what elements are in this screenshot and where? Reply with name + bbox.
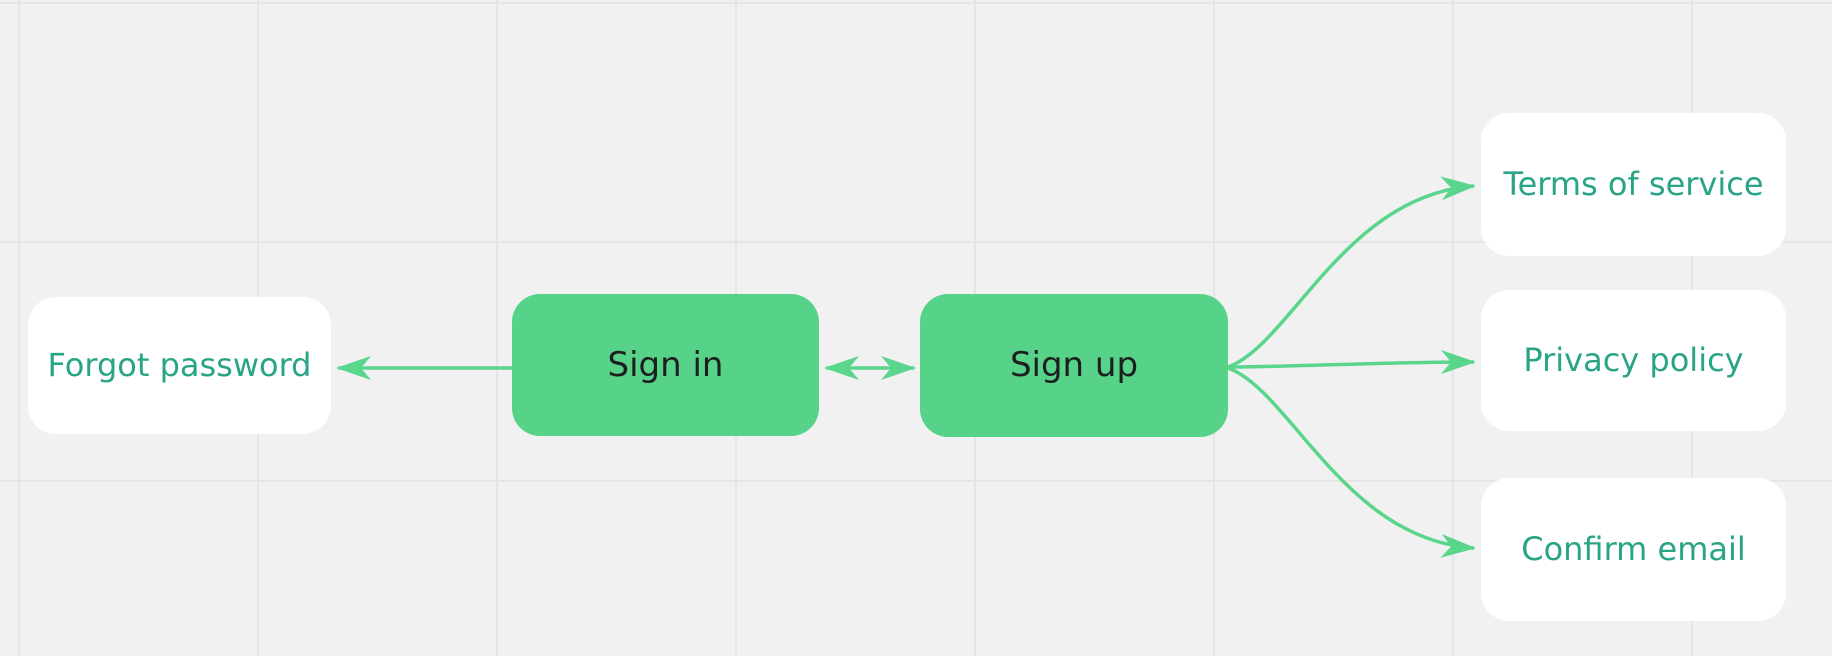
node-sign-up[interactable]: Sign up [920,294,1228,437]
node-terms-of-service[interactable]: Terms of service [1481,113,1786,256]
node-terms-of-service-label: Terms of service [1503,165,1764,204]
node-confirm-email[interactable]: Confirm email [1481,478,1786,621]
node-privacy-policy-label: Privacy policy [1523,341,1744,380]
node-confirm-email-label: Confirm email [1521,530,1746,569]
edge-signup-to-terms-of-service[interactable] [1227,176,1476,369]
node-sign-up-label: Sign up [1009,345,1139,386]
node-sign-in[interactable]: Sign in [512,294,819,436]
node-sign-in-label: Sign in [607,344,724,385]
edge-signup-to-privacy-policy[interactable] [1227,350,1476,375]
node-privacy-policy[interactable]: Privacy policy [1481,290,1786,431]
edge-signup-to-confirm-email[interactable] [1227,366,1476,558]
node-forgot-password[interactable]: Forgot password [28,297,331,434]
node-forgot-password-label: Forgot password [47,346,312,385]
